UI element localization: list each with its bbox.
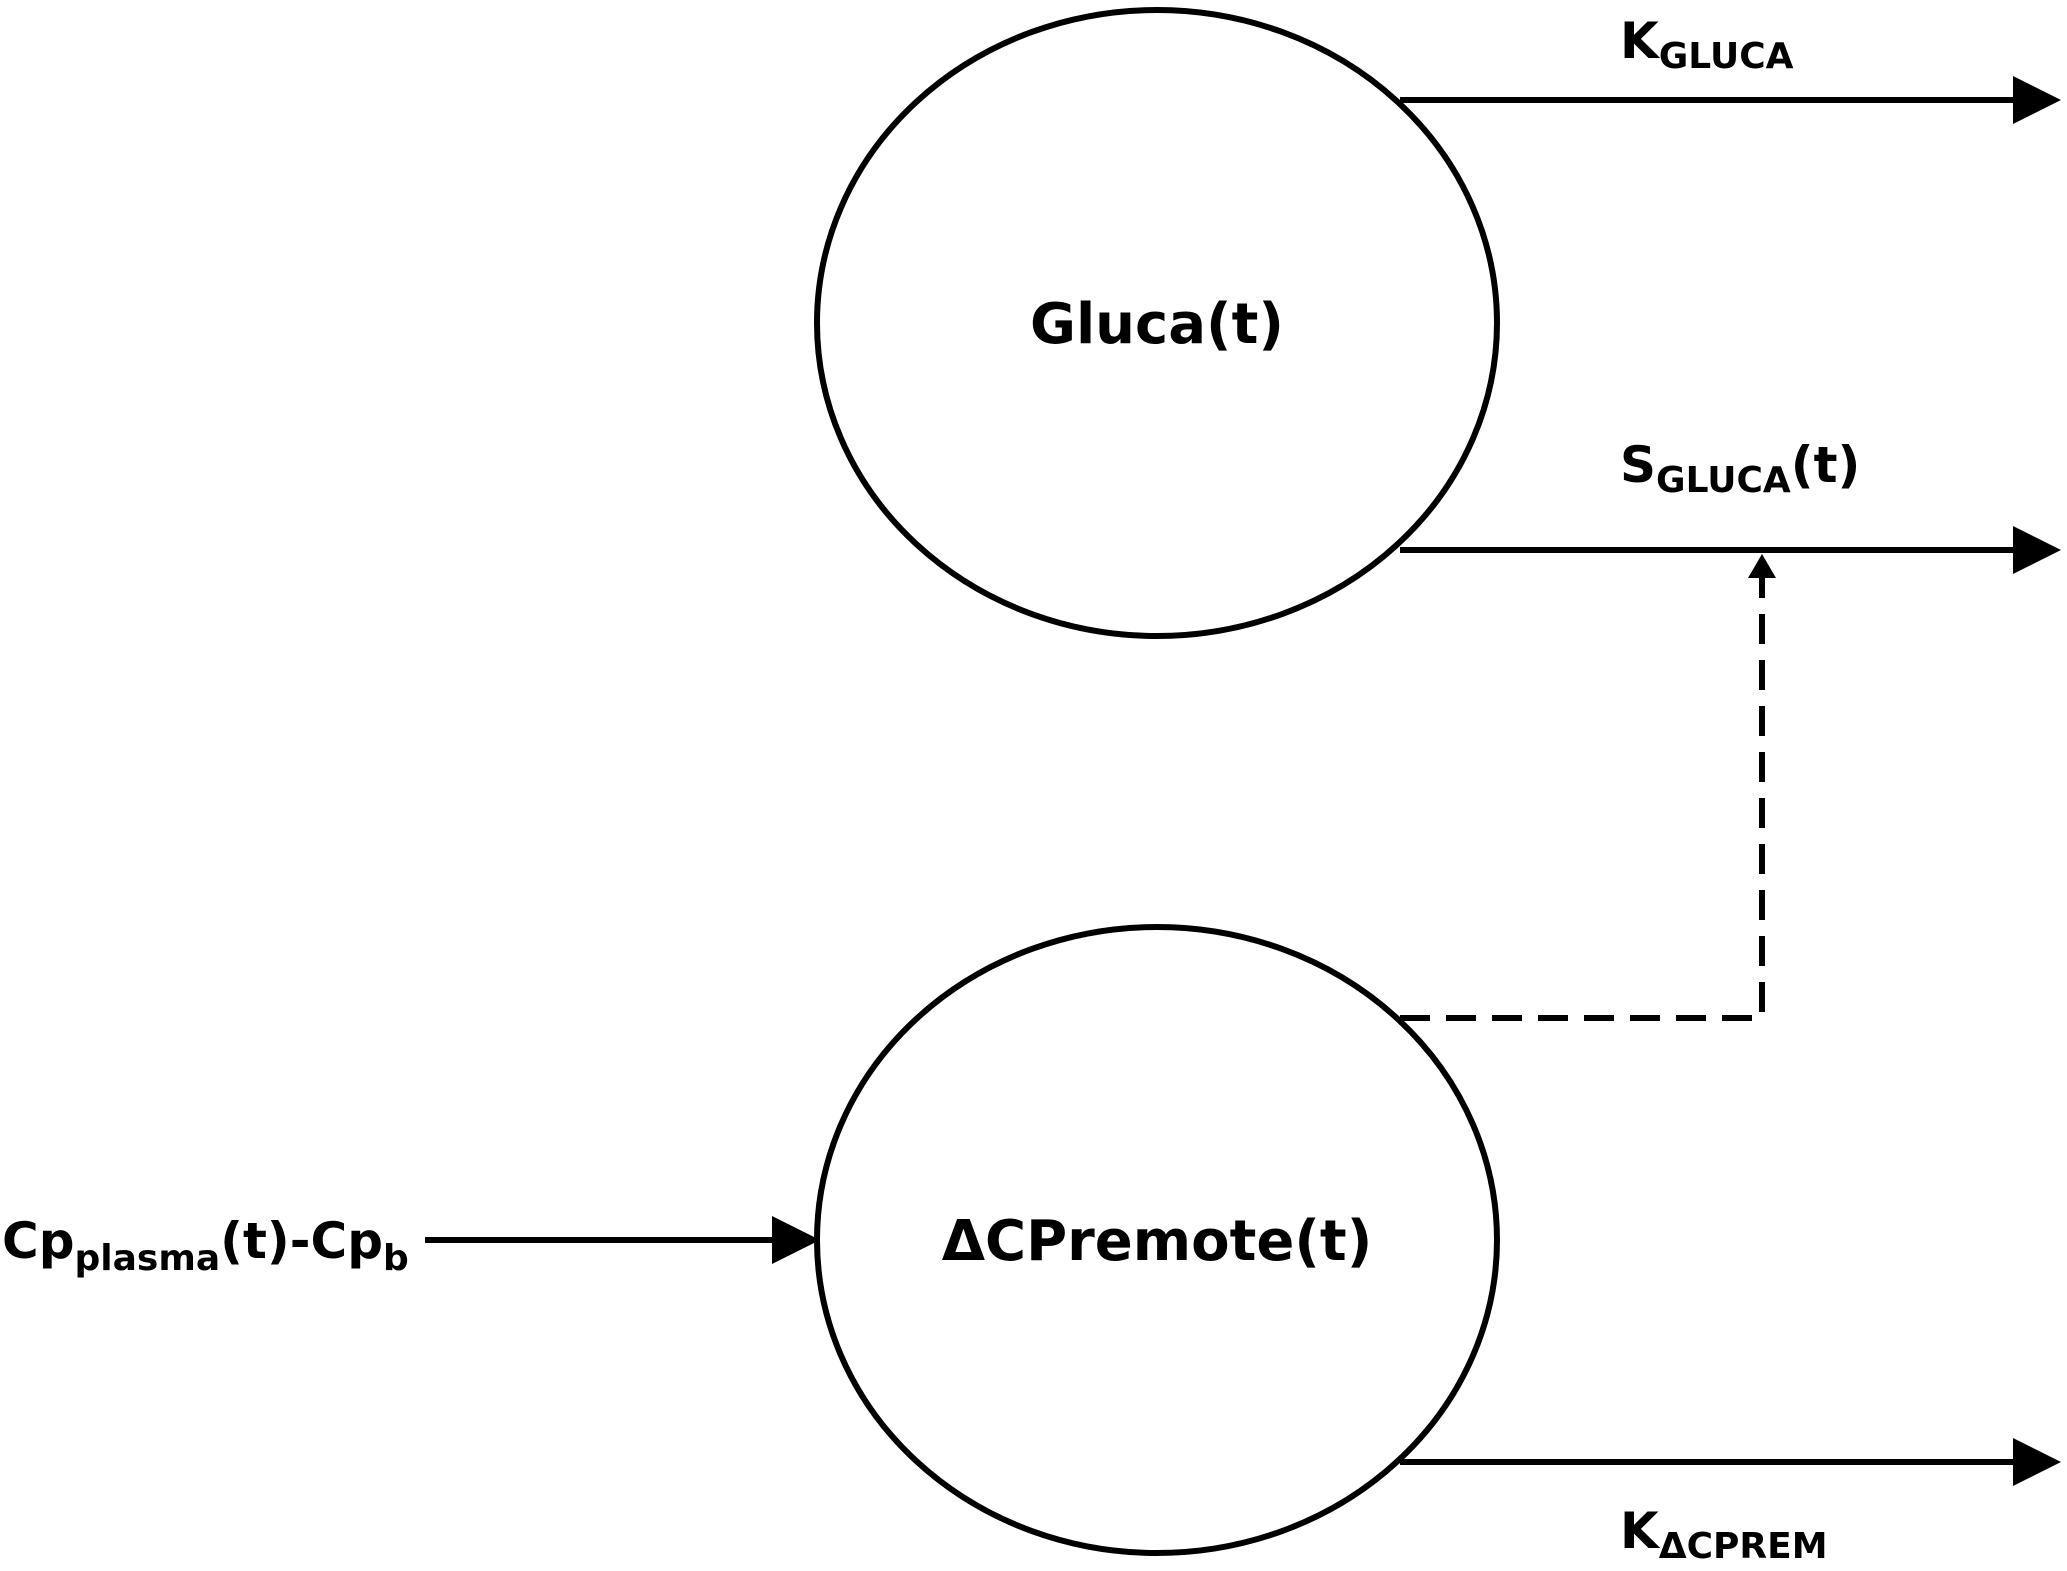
gluca-circle bbox=[814, 7, 1500, 639]
dashed-effect-arrow bbox=[1400, 560, 1765, 1021]
cpremote-node-label: ΔCPremote(t) bbox=[942, 1209, 1373, 1274]
k-cprem-edge: KΔCPREM bbox=[1400, 1438, 2061, 1567]
k-cprem-label: KΔCPREM bbox=[1620, 1502, 1828, 1567]
k-gluca-label: KGLUCA bbox=[1620, 12, 1794, 77]
input-edge: Cpplasma(t)-Cpb bbox=[2, 1212, 820, 1279]
effect-arrowhead bbox=[1748, 554, 1776, 578]
k-gluca-edge: KGLUCA bbox=[1400, 12, 2061, 124]
gluca-node-label: Gluca(t) bbox=[1030, 292, 1284, 357]
s-gluca-label: SGLUCA(t) bbox=[1620, 436, 1860, 501]
input-label: Cpplasma(t)-Cpb bbox=[2, 1212, 409, 1279]
cpremote-node: ΔCPremote(t) bbox=[814, 924, 1500, 1556]
effect-connector bbox=[1400, 554, 1776, 1021]
gluca-node: Gluca(t) bbox=[814, 7, 1500, 639]
s-gluca-edge: SGLUCA(t) bbox=[1400, 436, 2061, 574]
